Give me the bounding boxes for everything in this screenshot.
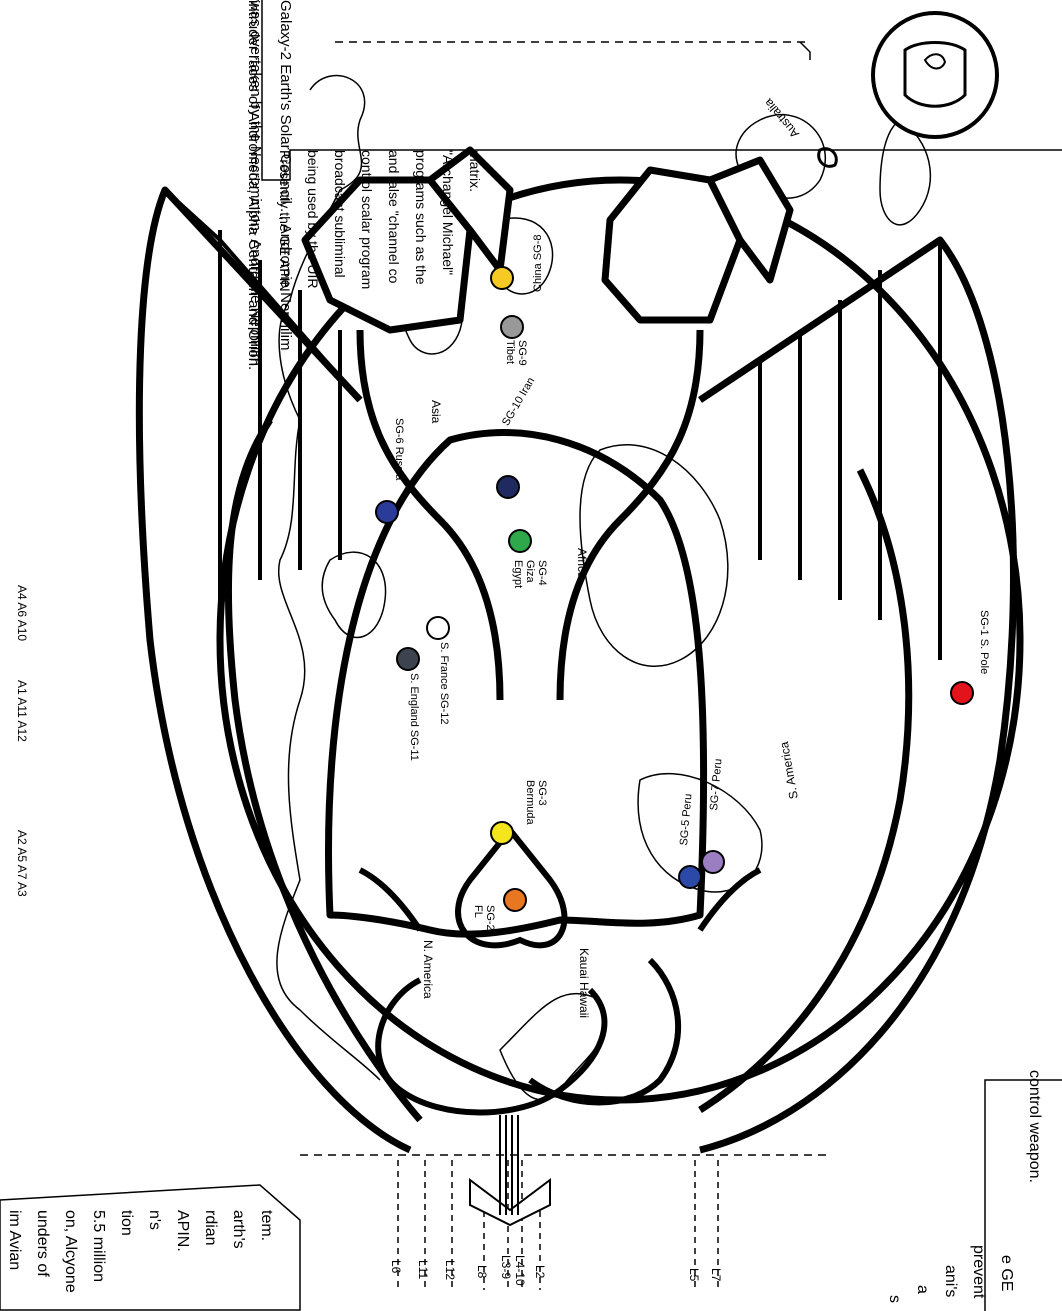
line-label-l5: L5	[687, 1268, 700, 1281]
stargate-dot-sg-1	[951, 682, 973, 704]
top-text-line-7: control scalar program	[353, 150, 380, 289]
region-label-n-america: N. America	[421, 940, 434, 999]
bottom-left-line-3: on, Alcyone	[56, 1210, 84, 1293]
stargate-label-sg-6: SG-6 Russia	[393, 418, 405, 480]
stargate-label-sg-11: S. England SG-11	[408, 673, 420, 761]
line-label-l3-9: L3-9	[499, 1255, 512, 1279]
stargate-dot-sg-4	[509, 530, 531, 552]
stargate-label-sg-1: SG-1 S. Pole	[978, 610, 990, 674]
bottom-left-line-7: APIN.	[168, 1210, 196, 1252]
top-text-line-8: and false "channel co	[380, 150, 407, 283]
stargate-dot-sg-9	[501, 316, 523, 338]
bottom-right-line-6: s	[880, 1295, 908, 1303]
line-label-l4-10: L4-10	[513, 1255, 526, 1286]
bottom-left-line-6: n's	[140, 1210, 168, 1230]
top-text-line-10: "Archangel Michael"	[434, 150, 461, 275]
stargate-dot-sg-5	[679, 866, 701, 888]
axis-label-a-group-3: A4 A6 A10	[15, 585, 28, 641]
stargate-dot-sg-10	[497, 476, 519, 498]
stargate-label-sg-9: SG-9 Tibet	[504, 340, 528, 380]
bottom-right-line-3: prevent	[964, 1245, 992, 1298]
bottom-left-line-5: tion	[112, 1210, 140, 1236]
stargate-dot-sg-12	[427, 617, 449, 639]
top-text-line-5: being used by the UIR	[299, 150, 326, 289]
stargate-label-sg-12: S. France SG-12	[438, 642, 450, 725]
line-label-l8: L8	[475, 1265, 488, 1278]
stargate-dot-sg-2	[504, 889, 526, 911]
stargate-dot-sg-6	[376, 501, 398, 523]
stargate-label-sg-2: SG-2 FL	[472, 905, 496, 941]
bottom-left-line-4: 5.5 million	[84, 1210, 112, 1282]
line-label-l6: L6	[389, 1260, 402, 1273]
stargate-label-sg-8: China SG-8	[532, 235, 544, 292]
region-label-africa: Africa	[575, 548, 588, 579]
axis-label-a-group-1: A2 A5 A7 A3	[15, 830, 28, 897]
bottom-left-line-8: rdian	[196, 1210, 224, 1246]
region-label-kauai: Kauai Hawaii	[577, 948, 590, 1018]
stargate-dot-sg-8	[491, 267, 513, 289]
bottom-right-line-1: control weapon.	[1020, 1070, 1048, 1183]
top-text-line-6: broadcast subliminal	[326, 150, 353, 278]
bottom-right-line-2: e GE	[992, 1255, 1020, 1291]
bottom-left-line-1: im Avian	[0, 1210, 28, 1270]
stargate-dot-sg-3	[491, 822, 513, 844]
bottom-left-line-2: unders of	[28, 1210, 56, 1277]
top-text-line-4: Presently the GE APIN	[271, 150, 298, 292]
line-label-l11: L11	[416, 1260, 429, 1279]
stargate-dot-sg-11	[397, 648, 419, 670]
top-text-line-3: intruder races of Andromeda, Alpha Centa…	[238, 0, 268, 370]
top-text-line-11: matrix.	[461, 150, 488, 192]
line-label-l12: L12	[443, 1260, 456, 1280]
axis-label-a-group-2: A1 A11 A12	[15, 680, 28, 742]
region-label-asia: Asia	[429, 400, 442, 423]
line-label-l2: L2	[533, 1265, 546, 1278]
bottom-left-line-10: tem.	[252, 1210, 280, 1241]
bottom-right-line-5: a	[908, 1285, 936, 1294]
line-label-l7: L7	[709, 1268, 722, 1281]
top-text-line-9: programs such as the	[407, 150, 434, 285]
stargate-label-sg-4: SG-4 Giza Egypt	[512, 560, 548, 600]
stargate-label-sg-3: SG-3 Bermuda	[524, 780, 548, 830]
stargate-dot-sg-7	[702, 851, 724, 873]
bottom-right-line-4: ani's	[936, 1265, 964, 1297]
bottom-left-line-9: arth's	[224, 1210, 252, 1249]
